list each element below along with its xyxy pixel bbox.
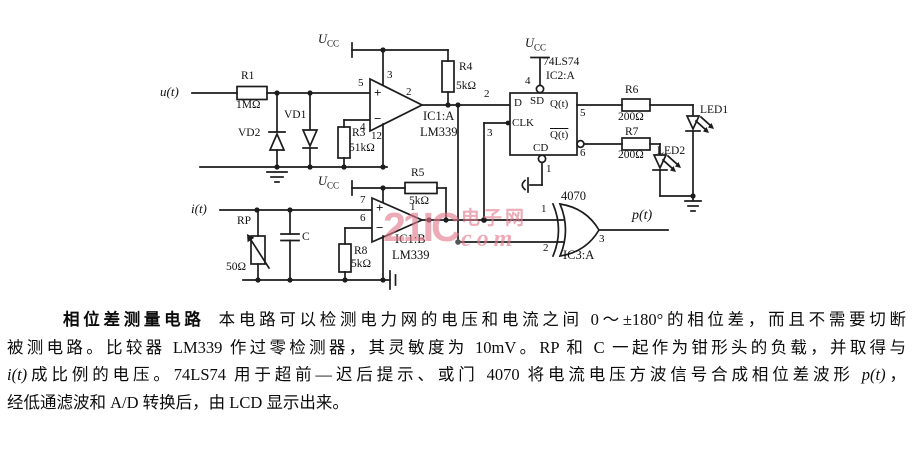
r4-value: 5kΩ xyxy=(456,80,477,92)
resistor-r8 xyxy=(338,243,352,273)
ic1b-minus-sign: − xyxy=(376,220,384,235)
ic1b-part: LM339 xyxy=(392,248,430,262)
ic1a-designator: IC1:A xyxy=(423,109,455,123)
pin-ff-d: 2 xyxy=(484,88,490,100)
ground-symbol-2 xyxy=(389,270,397,290)
ic1a-minus-sign: − xyxy=(374,111,382,126)
ff-d-label: D xyxy=(514,97,522,109)
r5-name: R5 xyxy=(411,167,425,179)
resistor-r5 xyxy=(404,181,438,195)
signal-i-label: i(t) xyxy=(191,201,207,216)
pin-x2: 2 xyxy=(543,242,549,254)
pin-a3: 3 xyxy=(387,69,393,81)
resistor-r6 xyxy=(621,98,651,112)
diode-vd2 xyxy=(268,92,286,168)
c-name: C xyxy=(302,231,310,243)
current-input-network xyxy=(219,207,397,290)
pin-b1: 1 xyxy=(410,201,416,213)
ff-sd-label: SD xyxy=(530,95,545,107)
ground-symbol-3 xyxy=(684,200,702,212)
ucc-supply-a: UCC xyxy=(318,32,340,49)
pin-a4: 4 xyxy=(360,121,366,133)
opamp-triangle-a xyxy=(369,77,424,133)
r8-value: 5kΩ xyxy=(351,258,372,270)
r3-name: R3 xyxy=(352,127,366,139)
pin-x3: 3 xyxy=(599,233,605,245)
led2-symbol xyxy=(652,154,694,197)
resistor-r1 xyxy=(236,85,268,101)
ic3a-designator: IC3:A xyxy=(563,248,595,262)
r7-value: 200Ω xyxy=(618,149,644,161)
xor-gate-ic3a xyxy=(551,202,669,258)
comparator-ic1a xyxy=(337,42,511,168)
pin-a2: 2 xyxy=(406,86,412,98)
pin-x1: 1 xyxy=(541,203,547,215)
led1-name: LED1 xyxy=(700,104,729,116)
r6-value: 200Ω xyxy=(618,111,644,123)
led-indicators xyxy=(652,115,714,212)
rp-value: 50Ω xyxy=(226,261,247,273)
caption-line-1: 相位差测量电路本电路可以检测电力网的电压和电流之间 0～±180°的相位差，而且… xyxy=(63,310,907,329)
sd-bubble xyxy=(535,84,545,94)
ff-clk-label: CLK xyxy=(512,117,534,129)
caption-line-4: 经低通滤波和 A/D 转换后，由 LCD 显示出来。 xyxy=(7,392,349,412)
opamp-triangle-b xyxy=(371,196,425,244)
voltage-input-network xyxy=(191,85,388,183)
ucc-supply-b: UCC xyxy=(318,174,340,191)
vd1-name: VD1 xyxy=(284,109,307,121)
led1-symbol xyxy=(685,115,714,201)
ic1b-plus-sign: + xyxy=(376,200,384,215)
ic2a-part: 74LS74 xyxy=(543,56,580,68)
ucc-supply-ff: UCC xyxy=(525,36,547,53)
r1-name: R1 xyxy=(241,70,255,82)
potentiometer-rp xyxy=(247,209,271,281)
pin-ff-cd: 1 xyxy=(546,163,552,175)
caption-line-3: i(t)成比例的电压。74LS74 用于超前—迟后提示、或门 4070 将电流电… xyxy=(7,365,906,384)
ic2a-designator: IC2:A xyxy=(546,70,575,82)
resistor-r4 xyxy=(441,60,455,93)
led2-name: LED2 xyxy=(657,145,686,157)
r8-name: R8 xyxy=(354,245,368,257)
comparator-ic1b xyxy=(338,104,564,281)
ff-q-label: Q(t) xyxy=(550,98,569,110)
ic1b-designator: IC1:B xyxy=(395,232,426,246)
r5-value: 5kΩ xyxy=(409,195,430,207)
junction-dots-v xyxy=(274,90,386,170)
r6-name: R6 xyxy=(625,84,639,96)
pin-ff-q: 5 xyxy=(580,107,586,119)
pin-ff-sd: 4 xyxy=(525,75,531,87)
ic1a-part: LM339 xyxy=(420,125,458,139)
pin-a12: 12 xyxy=(371,130,382,142)
r4-name: R4 xyxy=(459,61,473,73)
pin-b6: 6 xyxy=(360,212,366,224)
signal-u-label: u(t) xyxy=(160,84,179,99)
ic1a-plus-sign: + xyxy=(374,85,382,100)
rp-name: RP xyxy=(237,215,252,227)
cd-bubble xyxy=(537,154,547,164)
r3-value: 51kΩ xyxy=(349,142,375,154)
pin-ff-qbar: 6 xyxy=(580,147,586,159)
r1-value: 1MΩ xyxy=(236,99,261,111)
pin-b7: 7 xyxy=(360,194,366,206)
caption-block: 相位差测量电路本电路可以检测电力网的电压和电流之间 0～±180°的相位差，而且… xyxy=(7,306,906,416)
pin-a5: 5 xyxy=(358,77,364,89)
r7-name: R7 xyxy=(625,126,639,138)
diode-vd1 xyxy=(301,92,319,168)
ground-symbol-1 xyxy=(266,171,288,183)
caption-title: 相位差测量电路 xyxy=(63,310,205,329)
signal-p-label: p(t) xyxy=(632,208,653,223)
ic3a-part: 4070 xyxy=(561,189,586,203)
flipflop-ic2a xyxy=(509,56,694,193)
cd-terminal xyxy=(521,177,529,193)
ff-cd-label: CD xyxy=(533,142,549,154)
ff-qbar-label: Q(t) xyxy=(550,129,569,141)
vd2-name: VD2 xyxy=(238,127,261,139)
caption-line-2: 被测电路。比较器 LM339 作过零检测器，其灵敏度为 10mV。RP 和 C … xyxy=(7,337,906,357)
capacitor-c xyxy=(280,209,300,281)
pin-ff-clk: 3 xyxy=(487,127,493,139)
